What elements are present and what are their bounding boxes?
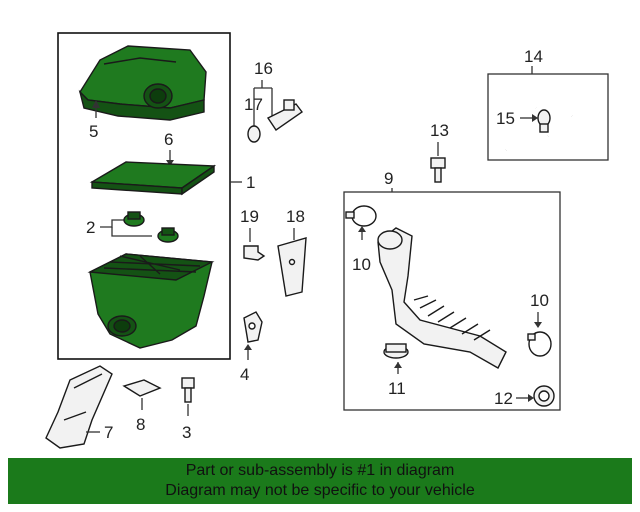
part-19-push-pin[interactable] bbox=[243, 245, 266, 261]
part-2-clip[interactable] bbox=[123, 211, 179, 243]
parts-diagram: 5 6 2 1 16 17 19 18 bbox=[45, 32, 609, 449]
part-14-hose[interactable] bbox=[504, 83, 574, 152]
callout-12: 12 bbox=[494, 389, 513, 408]
callout-10a: 10 bbox=[352, 255, 371, 274]
part-8-pad[interactable] bbox=[122, 379, 162, 397]
part-10-clamp[interactable] bbox=[345, 205, 377, 227]
callout-5: 5 bbox=[89, 122, 98, 141]
callout-10b: 10 bbox=[530, 291, 549, 310]
callout-14: 14 bbox=[524, 47, 543, 66]
callout-18: 18 bbox=[286, 207, 305, 226]
part-4-insulator[interactable] bbox=[243, 311, 263, 343]
part-9-outlet-duct[interactable] bbox=[377, 227, 507, 369]
callout-4: 4 bbox=[240, 365, 249, 384]
part-13-bolt[interactable] bbox=[430, 157, 446, 183]
part-18-bracket[interactable] bbox=[277, 237, 307, 297]
callout-17: 17 bbox=[244, 95, 263, 114]
part-14-frame bbox=[487, 73, 609, 161]
banner-line-2: Diagram may not be specific to your vehi… bbox=[165, 482, 475, 499]
part-9-frame bbox=[343, 191, 561, 411]
part-air-cleaner-lower-housing[interactable] bbox=[87, 253, 215, 349]
notice-banner: Part or sub-assembly is #1 in diagram Di… bbox=[8, 458, 632, 504]
callout-16: 16 bbox=[254, 59, 273, 78]
callout-7: 7 bbox=[104, 423, 113, 442]
callout-6: 6 bbox=[164, 130, 173, 149]
part-5-air-cleaner-cover[interactable] bbox=[78, 45, 207, 121]
callout-1: 1 bbox=[246, 173, 255, 192]
part-7-inlet-duct[interactable] bbox=[45, 365, 113, 449]
callout-13: 13 bbox=[430, 121, 449, 140]
part-10-clamp-outlet[interactable] bbox=[527, 331, 552, 357]
part-11-grommet[interactable] bbox=[383, 343, 409, 359]
callout-19: 19 bbox=[240, 207, 259, 226]
callout-2: 2 bbox=[86, 218, 95, 237]
part-3-bolt[interactable] bbox=[181, 377, 195, 403]
part-12-seal[interactable] bbox=[533, 385, 555, 407]
part-16-mass-airflow-sensor[interactable] bbox=[247, 99, 303, 143]
callout-3: 3 bbox=[182, 423, 191, 442]
callout-8: 8 bbox=[136, 415, 145, 434]
assembly-1-frame bbox=[57, 32, 231, 360]
callout-9: 9 bbox=[384, 169, 393, 188]
callout-15: 15 bbox=[496, 109, 515, 128]
part-6-air-filter-element[interactable] bbox=[89, 161, 217, 196]
part-15-check-valve[interactable] bbox=[537, 109, 551, 133]
banner-line-1: Part or sub-assembly is #1 in diagram bbox=[185, 462, 455, 479]
callout-11: 11 bbox=[388, 379, 406, 398]
